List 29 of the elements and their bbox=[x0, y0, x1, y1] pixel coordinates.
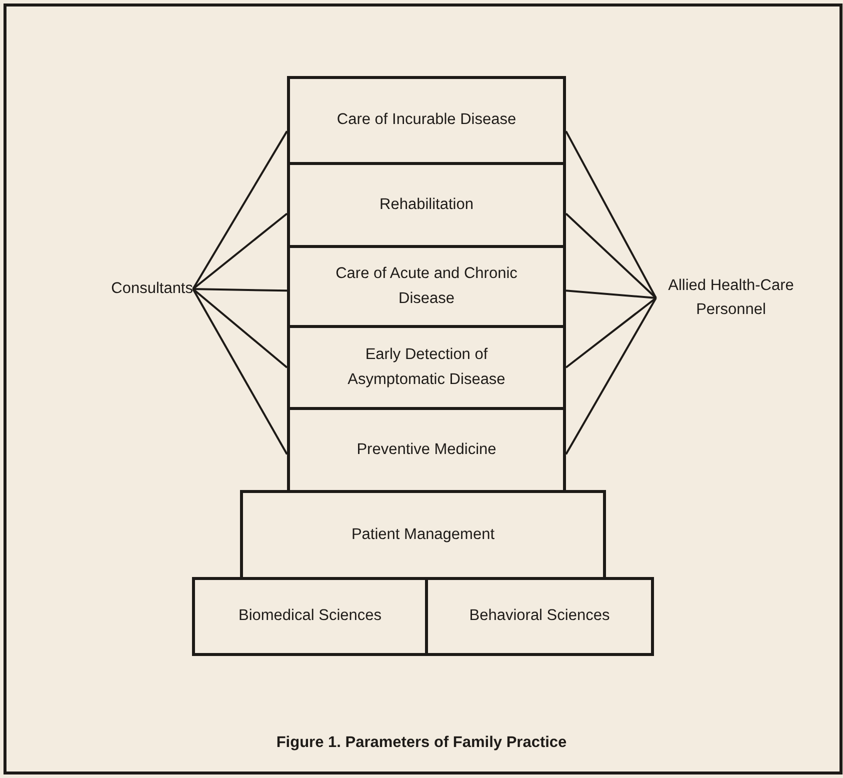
connector-line bbox=[565, 130, 657, 298]
connector-line bbox=[566, 290, 656, 299]
parameter-box bbox=[287, 407, 566, 493]
parameter-box bbox=[425, 577, 654, 656]
parameter-box bbox=[287, 325, 566, 410]
connector-line bbox=[565, 298, 657, 455]
connector-line bbox=[192, 288, 288, 455]
box-text: Biomedical Sciences bbox=[238, 606, 382, 626]
figure-caption: Figure 1. Parameters of Family Practice bbox=[276, 734, 567, 751]
parameter-box bbox=[287, 76, 566, 165]
connector-line bbox=[192, 130, 288, 290]
connector-line bbox=[192, 212, 288, 290]
parameter-box bbox=[287, 162, 566, 248]
parameter-box bbox=[240, 490, 606, 580]
box-text: Preventive Medicine bbox=[356, 440, 496, 460]
connector-line bbox=[192, 288, 288, 368]
parameter-box bbox=[192, 577, 428, 656]
box-text: Consultants bbox=[111, 278, 193, 299]
connector-line bbox=[565, 212, 657, 299]
box-text: Patient Management bbox=[351, 524, 495, 545]
box-text: Allied Health-Care Personnel bbox=[667, 276, 795, 320]
box-text: Care of Acute and Chronic Disease bbox=[334, 264, 518, 308]
connector-line bbox=[192, 288, 288, 292]
box-text: Behavioral Sciences bbox=[469, 606, 610, 626]
box-text: Early Detection of Asymptomatic Disease bbox=[346, 345, 506, 390]
box-text: Rehabilitation bbox=[380, 194, 474, 215]
box-text: Care of Incurable Disease bbox=[336, 110, 516, 130]
connector-line bbox=[565, 297, 657, 368]
parameter-box bbox=[287, 245, 566, 328]
